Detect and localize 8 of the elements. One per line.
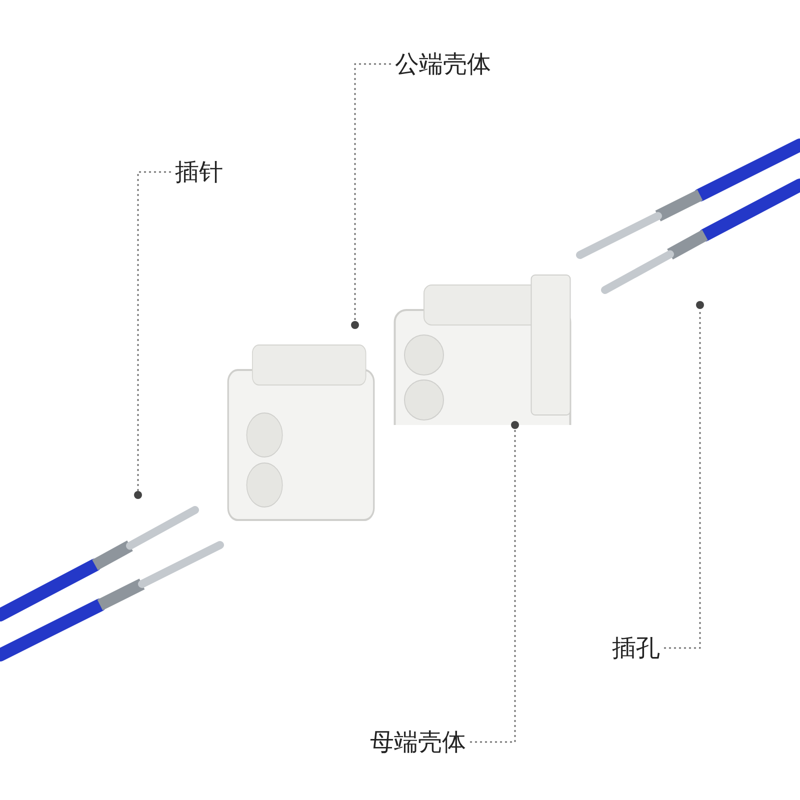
part-label: 公端壳体 — [395, 50, 491, 78]
leader-line — [134, 171, 171, 499]
part-label: 插孔 — [612, 634, 660, 662]
leader-line — [470, 421, 519, 743]
part-label: 插针 — [175, 158, 223, 186]
part-label: 母端壳体 — [370, 728, 466, 756]
leader-line — [664, 301, 704, 649]
leader-line — [351, 63, 391, 329]
